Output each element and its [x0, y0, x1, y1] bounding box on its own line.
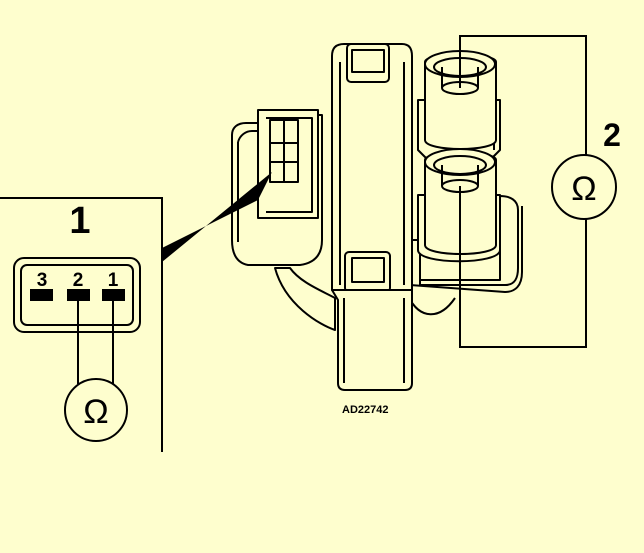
pin-1-label: 1 [108, 270, 119, 291]
pin-1 [102, 289, 125, 301]
ohm-symbol-1: Ω [83, 393, 108, 431]
bracket-mount-tab [331, 289, 413, 391]
ohmmeter-icon [551, 154, 617, 220]
pin-3 [30, 289, 53, 301]
connector-detail-box: 1 3 2 1 Ω [0, 197, 163, 452]
pin-3-label: 3 [37, 270, 48, 291]
figure-code: AD22742 [342, 404, 388, 416]
coil-lower-dome [274, 267, 336, 331]
coil-bracket-strap [331, 43, 413, 291]
callout-1: 1 [69, 200, 90, 242]
output-test-circuit: 2 Ω [459, 35, 621, 348]
callout-2: 2 [603, 117, 621, 153]
pin-2-label: 2 [73, 270, 84, 291]
ohm-symbol-2: Ω [571, 170, 596, 208]
ohmmeter-icon [64, 378, 128, 442]
connector-pointer [162, 172, 272, 262]
pin-2 [67, 289, 90, 301]
